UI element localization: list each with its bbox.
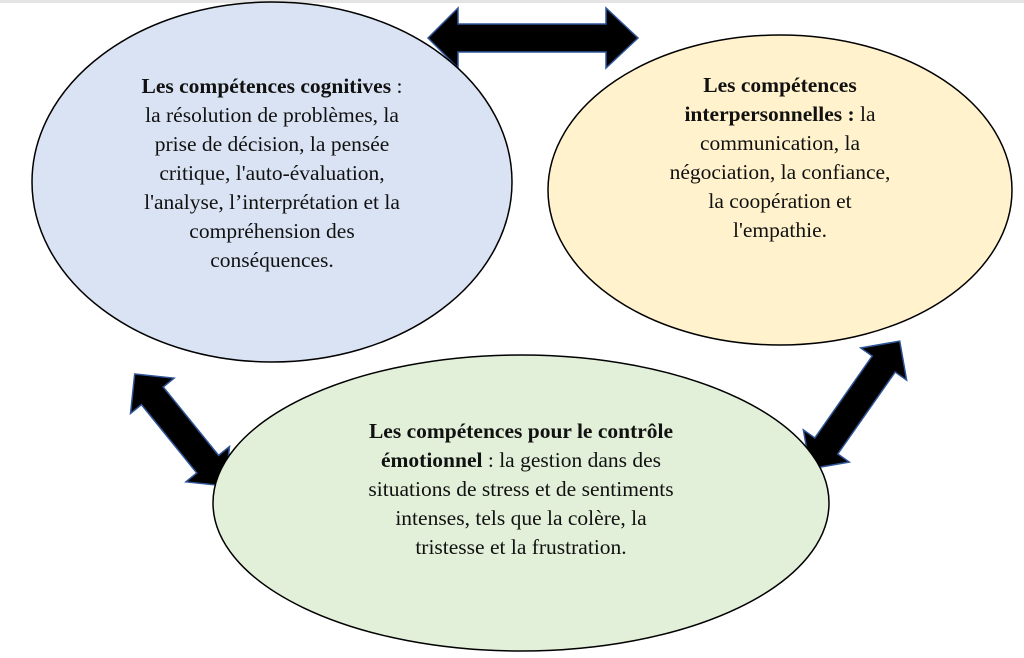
interpersonal-title: Les compétences <box>703 73 857 97</box>
window-top-border <box>0 0 1024 3</box>
emotional-ellipse <box>212 354 830 652</box>
cognitive-ellipse <box>31 1 513 363</box>
cognitive-text: Les compétences cognitives : la résoluti… <box>141 74 403 272</box>
emotional-text: Les compétences pour le contrôle émotion… <box>368 419 674 559</box>
interpersonal-ellipse <box>547 34 1013 346</box>
arrow-cognitive-interpersonal <box>426 6 640 70</box>
interpersonal-text: Les compétences interpersonnelles : la c… <box>669 73 891 242</box>
arrow-interpersonal-emotional <box>802 340 908 470</box>
emotional-title: Les compétences pour le contrôle <box>368 419 674 443</box>
cognitive-title: Les compétences cognitives <box>141 74 392 98</box>
